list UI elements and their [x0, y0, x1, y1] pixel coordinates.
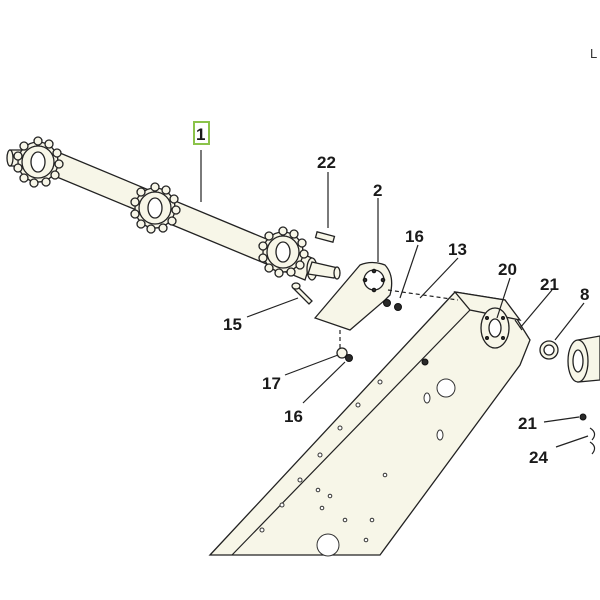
sprocket-right: [258, 226, 309, 278]
callout-24[interactable]: 24: [529, 448, 548, 467]
callout-17[interactable]: 17: [262, 374, 281, 393]
nut-part: [345, 354, 353, 362]
bolt-part: [291, 282, 313, 305]
callout-21[interactable]: 21: [540, 275, 559, 294]
frame-beam: [208, 291, 531, 557]
callout-20[interactable]: 20: [498, 260, 517, 279]
callout-22[interactable]: 22: [317, 153, 336, 172]
bearing-bracket: [313, 261, 393, 331]
nut-part: [383, 299, 391, 307]
pin-part: [314, 230, 336, 244]
callout-labels: 1 2 8 13 15 16 16 17 20 21 21 22 24: [196, 125, 589, 467]
callout-16[interactable]: 16: [405, 227, 424, 246]
sprocket-middle: [130, 182, 181, 234]
leader-lines: [200, 150, 589, 448]
nut-part: [394, 303, 402, 311]
callout-1[interactable]: 1: [196, 125, 205, 144]
callout-13[interactable]: 13: [448, 240, 467, 259]
callout-21[interactable]: 21: [518, 414, 537, 433]
sprocket-left: [13, 136, 64, 188]
callout-2[interactable]: 2: [373, 181, 382, 200]
corner-mark: L: [590, 46, 597, 61]
seal-ring: [539, 340, 559, 360]
bearing-housing: [567, 335, 600, 383]
callout-8[interactable]: 8: [580, 285, 589, 304]
washer-part: [336, 347, 348, 359]
callout-16[interactable]: 16: [284, 407, 303, 426]
mounting-flange: [480, 307, 510, 349]
clip-part: [589, 427, 596, 441]
callout-15[interactable]: 15: [223, 315, 242, 334]
selected-callout-highlight: [193, 121, 210, 145]
shaft-assembly: [6, 136, 341, 281]
small-pin-part: [579, 413, 587, 421]
